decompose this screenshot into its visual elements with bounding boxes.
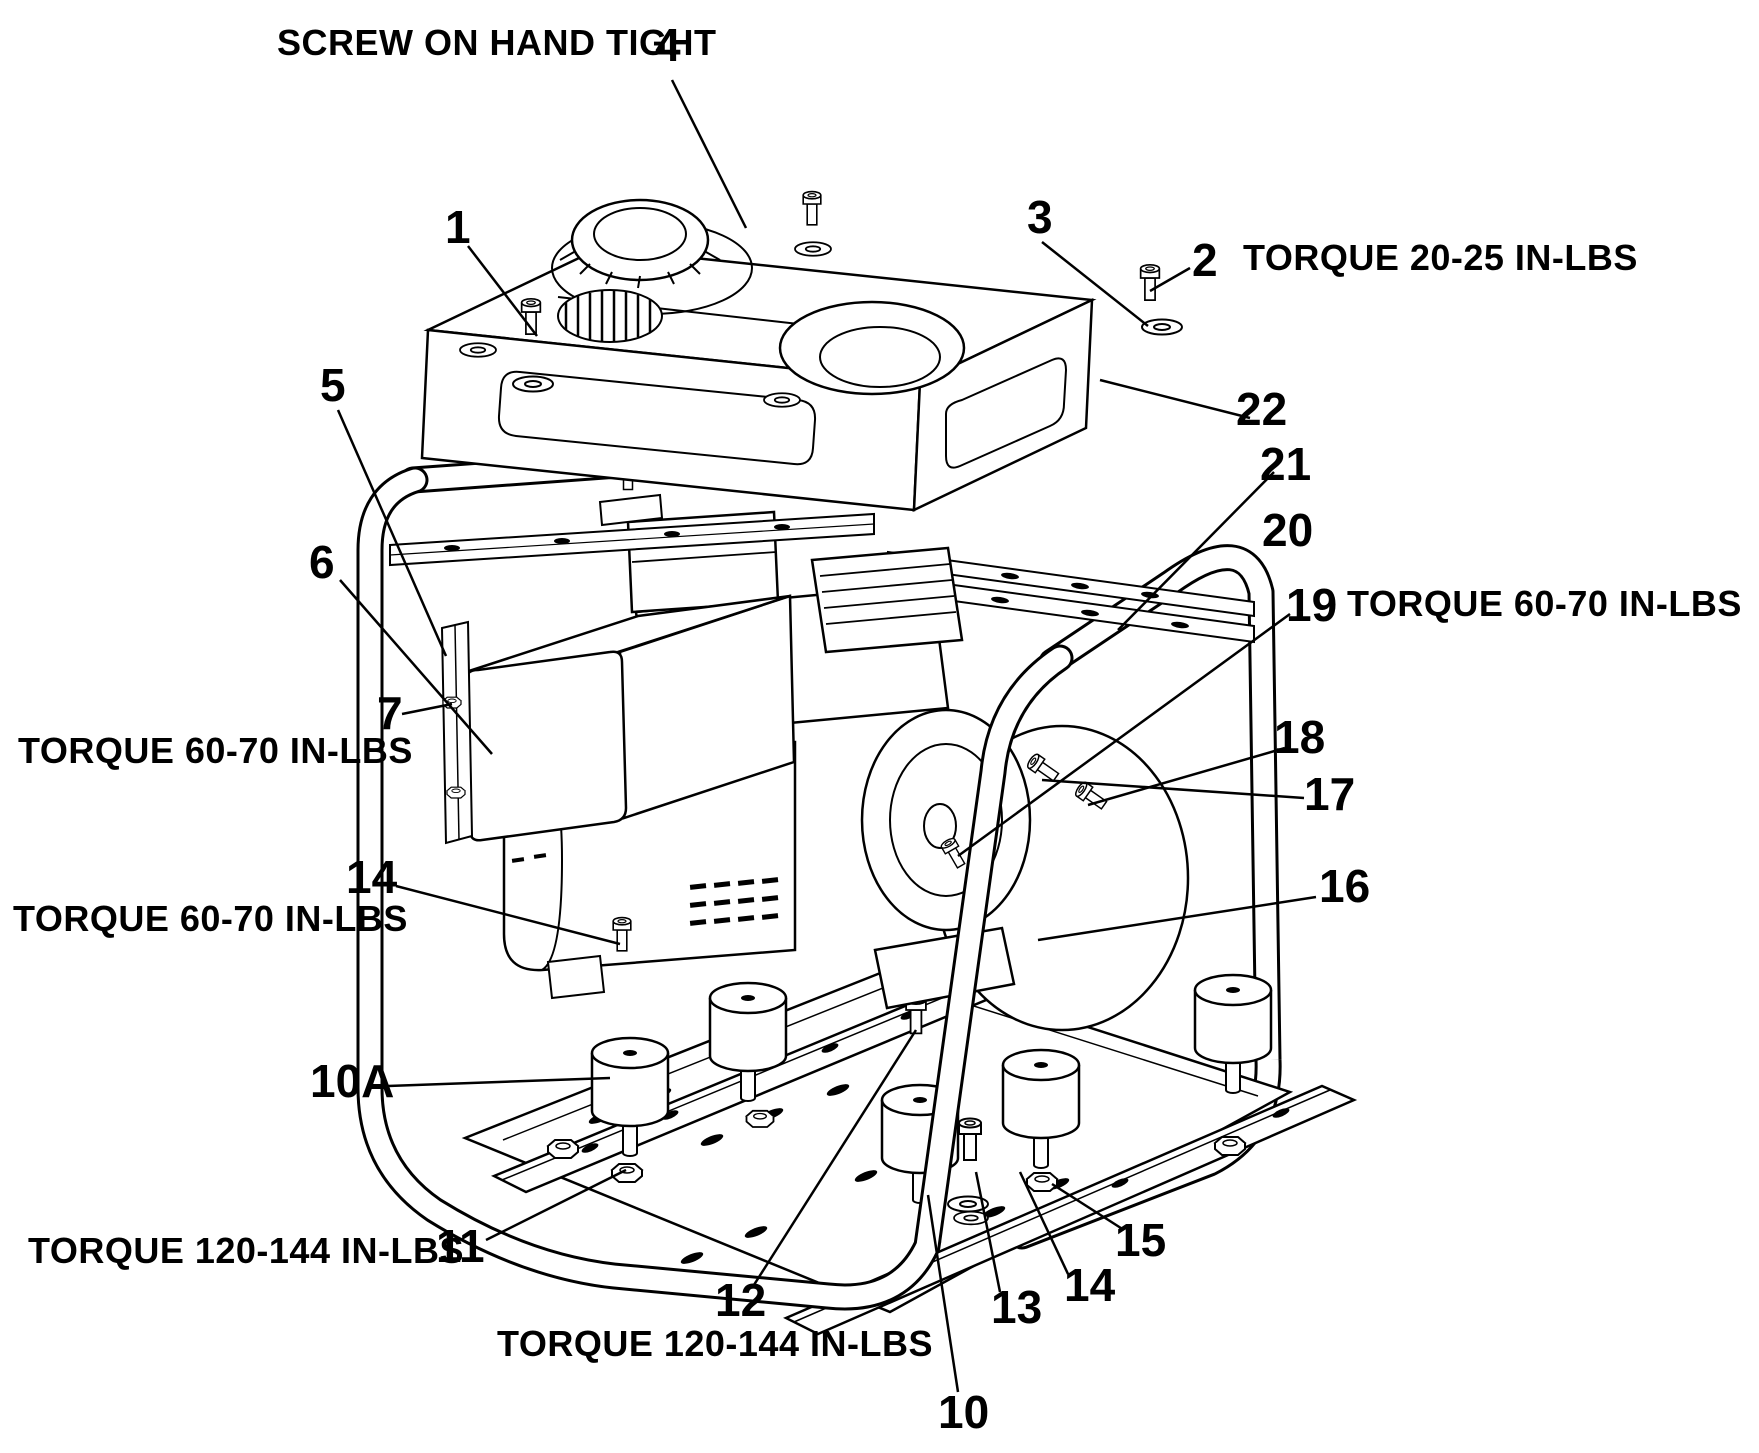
callout-10: 10	[938, 1386, 990, 1438]
callout-15: 15	[1115, 1214, 1167, 1266]
callout-22: 22	[1236, 383, 1288, 435]
callout-12: 12	[715, 1274, 767, 1326]
callout-16: 16	[1319, 860, 1371, 912]
frame-front	[356, 466, 1074, 1311]
note-screw-hand-tight: SCREW ON HAND TIGHT	[277, 22, 717, 63]
note-torque-60-70-right: TORQUE 60-70 IN-LBS	[1347, 583, 1742, 624]
callout-11: 11	[436, 1220, 485, 1272]
note-torque-60-70-left-1: TORQUE 60-70 IN-LBS	[18, 730, 413, 771]
note-torque-60-70-left-2: TORQUE 60-70 IN-LBS	[13, 898, 408, 939]
callout-14-left: 14	[346, 851, 398, 903]
note-torque-120-144-bottom: TORQUE 120-144 IN-LBS	[497, 1323, 933, 1364]
note-torque-120-144-left: TORQUE 120-144 IN-LBS	[28, 1230, 464, 1271]
fuel-tank	[420, 221, 1097, 513]
callout-21: 21	[1260, 438, 1312, 490]
callout-4: 4	[655, 19, 681, 71]
callout-6: 6	[309, 536, 335, 588]
callout-10A: 10A	[310, 1055, 395, 1107]
leader-lines	[336, 79, 1317, 1393]
callout-7: 7	[377, 687, 403, 739]
callout-3: 3	[1027, 191, 1053, 243]
control-panel	[440, 594, 796, 845]
callout-17: 17	[1304, 768, 1356, 820]
callout-14-bottom: 14	[1064, 1259, 1116, 1311]
callout-20: 20	[1262, 504, 1314, 556]
callout-19: 19	[1286, 579, 1338, 631]
callout-18: 18	[1274, 711, 1326, 763]
callout-2: 2	[1192, 234, 1218, 286]
callout-13: 13	[991, 1281, 1043, 1333]
note-torque-20-25: TORQUE 20-25 IN-LBS	[1243, 237, 1638, 278]
fuel-cap	[557, 198, 721, 343]
cross-rails-rear	[887, 550, 1255, 644]
callout-1: 1	[445, 201, 471, 253]
callout-5: 5	[320, 359, 346, 411]
cross-rail-front	[389, 512, 875, 567]
